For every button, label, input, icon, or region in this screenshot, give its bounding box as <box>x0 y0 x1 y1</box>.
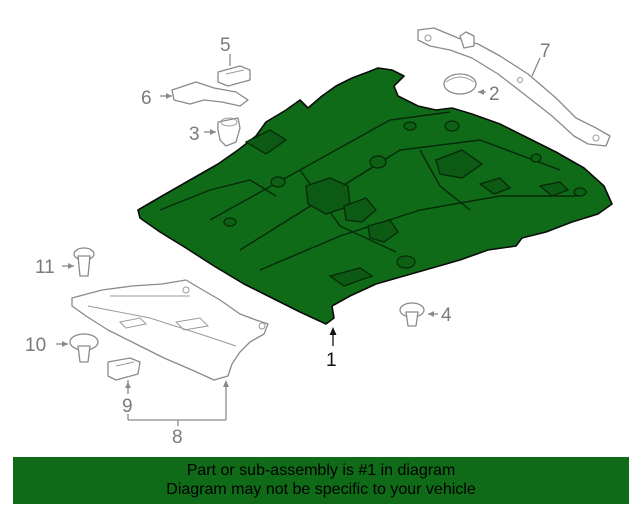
callout-3: 3 <box>189 124 200 145</box>
part-1-engine-shield <box>137 67 613 325</box>
part-4-bolt <box>399 302 425 327</box>
banner-line-1: Part or sub-assembly is #1 in diagram <box>186 462 456 479</box>
callout-10: 10 <box>25 335 46 356</box>
callout-9: 9 <box>122 396 133 417</box>
arrow-2 <box>478 89 484 95</box>
arrow-1 <box>329 327 337 335</box>
callout-5: 5 <box>220 35 231 56</box>
leader-7 <box>531 57 541 77</box>
part-6-bracket <box>171 81 249 107</box>
part-3-pin <box>217 117 241 147</box>
callout-7: 7 <box>540 41 551 62</box>
part-8-splash-shield <box>71 279 269 381</box>
arrow-3 <box>210 129 216 135</box>
callout-1: 1 <box>326 350 337 371</box>
callout-4: 4 <box>441 305 452 326</box>
callout-2: 2 <box>489 84 500 105</box>
part-9-retainer <box>107 357 141 381</box>
arrow-9 <box>125 382 131 388</box>
callout-8: 8 <box>172 427 183 448</box>
arrow-4 <box>428 311 434 317</box>
part-11-screw <box>73 247 95 277</box>
part-10-push-clip <box>69 333 99 363</box>
part-2-grommet <box>443 73 477 95</box>
notice-banner: Part or sub-assembly is #1 in diagram Di… <box>13 457 629 504</box>
arrow-10 <box>62 341 68 347</box>
parts-diagram: 7 2 5 6 3 <box>25 27 613 448</box>
part-5-clip <box>217 65 251 87</box>
callout-6: 6 <box>141 88 152 109</box>
part-7-bracket <box>417 27 611 147</box>
arrow-6 <box>166 93 172 99</box>
arrow-8 <box>223 380 229 387</box>
arrow-11 <box>68 263 74 269</box>
banner-line-2: Diagram may not be specific to your vehi… <box>166 481 476 498</box>
callout-11: 11 <box>35 257 55 278</box>
